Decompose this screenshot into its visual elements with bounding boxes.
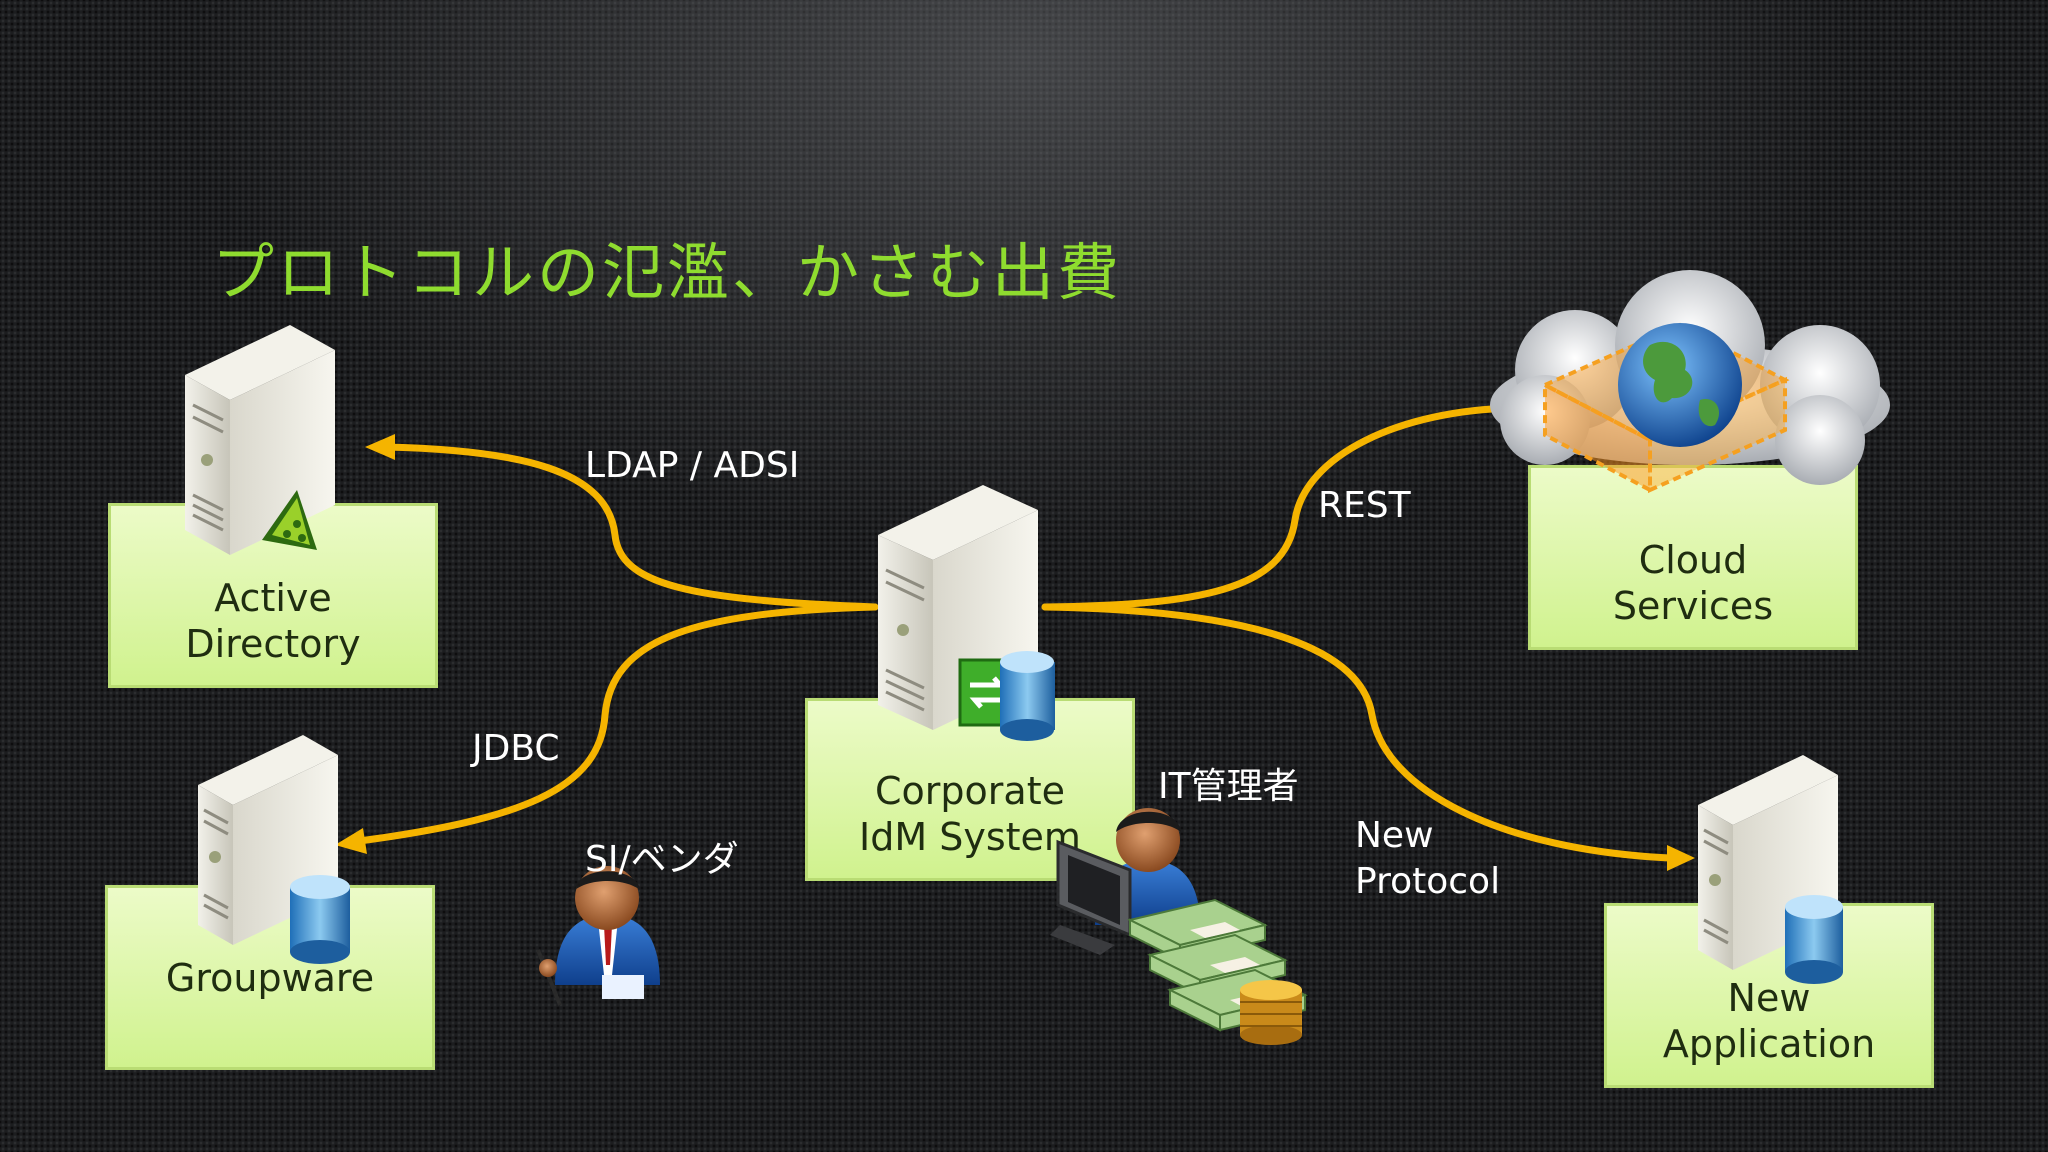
computer-monitor-icon xyxy=(1050,839,1132,955)
edge-label-new-protocol: New Protocol xyxy=(1355,815,1501,902)
arrow-ldap xyxy=(381,443,879,611)
arrowhead-active-directory xyxy=(365,434,395,460)
arrow-new-protocol xyxy=(1041,603,1674,862)
si-vendor-label: SI/ベンダ xyxy=(585,839,739,880)
it-admin-label: IT管理者 xyxy=(1158,766,1299,807)
new-application-label: New Application xyxy=(1662,976,1876,1066)
idm-database-icon xyxy=(1000,651,1055,741)
cloud-services-label: Cloud Services xyxy=(1612,538,1774,628)
groupware-database-icon xyxy=(290,875,350,964)
si-vendor-person-icon xyxy=(536,866,660,1006)
arrowhead-new-application xyxy=(1667,845,1695,871)
new-application-database-icon xyxy=(1785,895,1843,984)
arrow-rest xyxy=(1041,404,1519,611)
active-directory-logo-icon xyxy=(262,490,317,550)
edge-label-ldap: LDAP / ADSI xyxy=(585,445,800,486)
groupware-label: Groupware xyxy=(165,955,375,1000)
slide-title: プロトコルの氾濫、かさむ出費 xyxy=(212,236,1123,309)
arrowhead-groupware xyxy=(335,828,367,854)
edge-label-jdbc: JDBC xyxy=(472,728,560,769)
corporate-idm-label: Corporate IdM System xyxy=(859,769,1081,859)
coin-stack-icon xyxy=(1240,980,1302,1045)
cloud-services-box: Cloud Services xyxy=(1528,465,1858,650)
active-directory-server-icon xyxy=(185,325,335,555)
arrow-jdbc xyxy=(348,603,879,846)
globe-icon xyxy=(1618,323,1742,447)
edge-label-rest: REST xyxy=(1318,485,1411,526)
active-directory-label: Active Directory xyxy=(185,576,361,666)
